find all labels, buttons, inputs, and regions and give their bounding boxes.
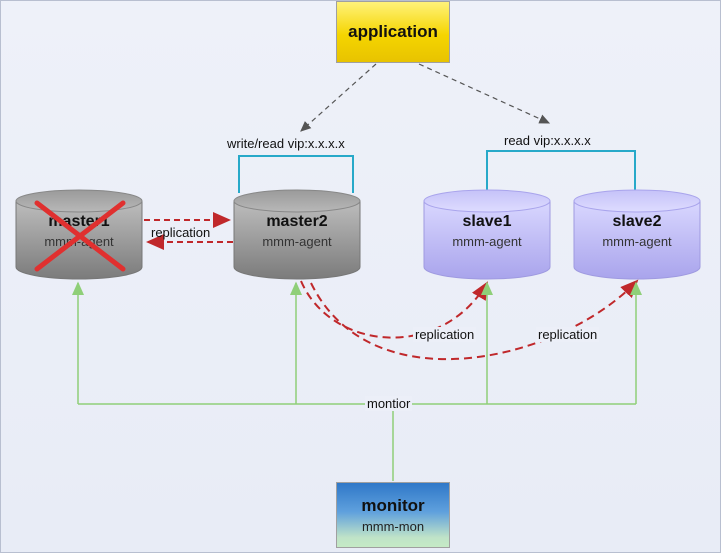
master1-node: master1 mmm-agent: [15, 189, 143, 281]
write-vip-bracket: [238, 155, 354, 193]
read-vip-label: read vip:x.x.x.x: [504, 133, 591, 148]
replication-masters-label: replication: [151, 225, 211, 240]
slave2-node: slave2 mmm-agent: [573, 189, 701, 281]
monitor-label: monitor: [361, 496, 425, 515]
master2-node: master2 mmm-agent: [233, 189, 361, 281]
application-box: application: [336, 1, 450, 63]
replication-slave2-label: replication: [536, 327, 600, 342]
write-vip-label: write/read vip:x.x.x.x: [227, 136, 345, 151]
slave2-name: slave2: [612, 213, 662, 230]
master2-name: master2: [266, 213, 328, 230]
failed-cross-icon: [34, 200, 126, 272]
master2-agent: mmm-agent: [262, 234, 332, 249]
slave2-cylinder-icon: [573, 189, 701, 280]
monitor-bus-label: montior: [365, 396, 413, 411]
replication-slave1-label: replication: [413, 327, 477, 342]
app-to-write-vip-arrow: [300, 63, 377, 132]
master1-agent: mmm-agent: [44, 234, 114, 249]
application-label: application: [348, 22, 438, 41]
slave1-node: slave1 mmm-agent: [423, 189, 551, 281]
monitor-box: monitor mmm-mon: [336, 482, 450, 548]
monitor-sub: mmm-mon: [361, 519, 425, 534]
app-to-read-vip-arrow: [418, 63, 551, 124]
master2-to-slave2-arrow: [310, 279, 639, 361]
slave2-agent: mmm-agent: [602, 234, 672, 249]
slave1-agent: mmm-agent: [452, 234, 522, 249]
slave1-name: slave1: [462, 213, 512, 230]
master2-to-slave1-arrow: [300, 280, 489, 339]
master2-cylinder-icon: [233, 189, 361, 280]
read-vip-bracket: [486, 150, 636, 193]
slave1-cylinder-icon: [423, 189, 551, 280]
